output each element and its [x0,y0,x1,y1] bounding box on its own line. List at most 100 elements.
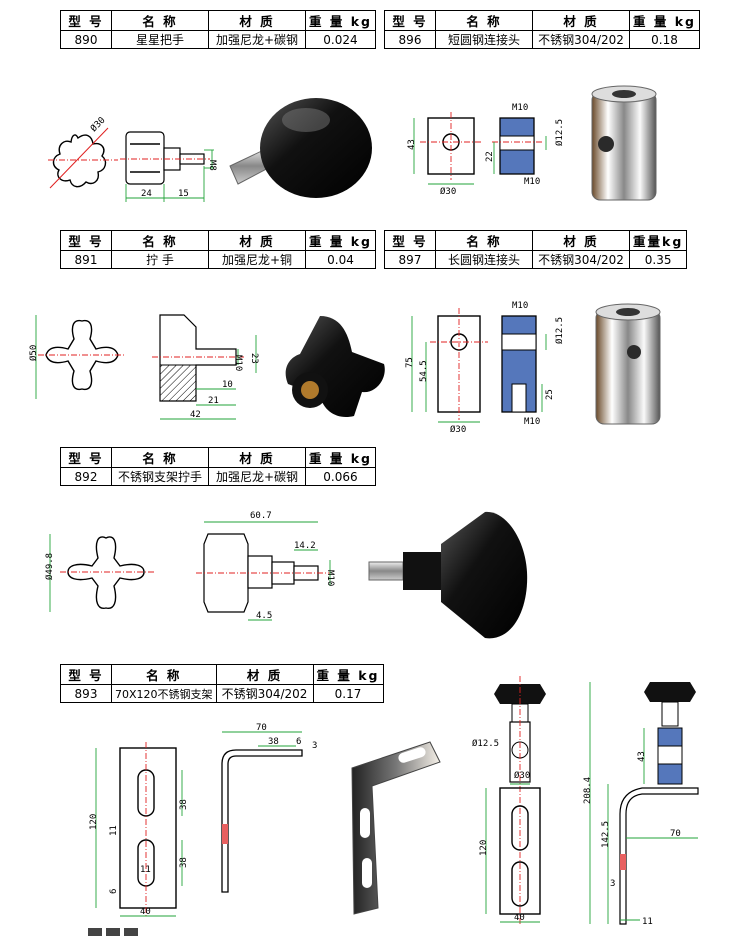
dim-dia: Ø30 [514,770,530,781]
header-name: 名 称 [111,664,217,685]
header-model: 型 号 [60,447,112,468]
cell-weight: 0.04 [305,250,376,269]
cell-name: 拧 手 [111,250,209,269]
drawing-897: 75 54.5 Ø30 M10 Ø12.5 25 M10 [405,301,565,435]
dim-edge: 6 [109,889,119,894]
dim-len-b: 21 [208,396,219,406]
cell-material: 加强尼龙+铜 [208,250,306,269]
dim-height: 75 [405,357,415,368]
cell-weight: 0.17 [312,684,384,703]
photo-896-connector [591,85,657,201]
photo-897-connector [595,303,661,425]
header-model: 型 号 [60,664,112,685]
drawing-892: Ø49.8 60.7 14.2 M10 4.5 [44,511,335,621]
header-name: 名 称 [435,230,533,251]
dim-thread: M8 [207,160,217,171]
cell-model: 897 [384,250,436,269]
dim-top-thread: M10 [512,301,528,311]
dim-top: 38 [268,737,279,747]
bracket-profile [221,749,303,893]
cell-weight: 0.35 [628,250,688,269]
dim-thick: 6 [296,737,301,747]
dim-lip: 3 [312,741,317,751]
dim-bottom-thread: M10 [524,417,540,427]
dim-gap-b: 11 [140,865,151,875]
dim-width: Ø30 [440,186,456,197]
cell-model: 892 [60,467,112,486]
knob-body [125,131,165,185]
spec-table-891: 型 号 名 称 材 质 重 量 kg 891 拧 手 加强尼龙+铜 0.04 [60,230,376,269]
drawing-890-star-knob: Ø30 M8 24 15 [48,115,217,202]
header-name: 名 称 [111,10,209,31]
dim-depth: 22 [485,151,495,162]
dim-height: 120 [479,840,489,856]
cell-model: 896 [384,30,436,49]
dim-width: 40 [514,913,525,923]
dim-slot-b: 38 [179,857,189,868]
dim-len-a: 24 [141,189,152,199]
dim-len-a: 10 [222,380,233,390]
cell-name: 长圆钢连接头 [435,250,533,269]
spec-table-890: 型 号 名 称 材 质 重 量 kg 890 星星把手 加强尼龙+碳钢 0.02… [60,10,376,49]
dim-arm: 70 [256,723,267,733]
dim-thread: M10 [325,570,335,586]
header-name: 名 称 [111,230,209,251]
cross-profile [45,319,119,391]
drawing-893-front: 120 11 6 38 38 11 40 [89,742,189,917]
cell-material: 加强尼龙+碳钢 [208,467,306,486]
dim-bottom-thread: M10 [524,177,540,187]
dim-width: 40 [140,907,151,917]
header-weight: 重量kg [628,230,688,251]
bracket-plate [119,747,177,909]
dim-thick: 3 [610,879,615,889]
dim-height: 43 [407,139,417,150]
header-name: 名 称 [435,10,533,31]
cell-model: 893 [60,684,112,703]
header-weight: 重 量 kg [629,10,700,31]
cell-name: 70X120不锈钢支架 [111,684,217,703]
assembly-knob [494,684,546,704]
diameter-line [49,127,109,189]
header-material: 材 质 [208,447,306,468]
cell-weight: 0.18 [629,30,700,49]
cell-weight: 0.066 [305,467,376,486]
cell-material: 不锈钢304/202 [532,250,630,269]
header-model: 型 号 [384,230,436,251]
photo-890-star-knob [229,98,372,198]
dim-top-thread: M10 [512,103,528,113]
dim-mid: 54.5 [419,360,429,382]
dim-gap: 11 [109,825,119,836]
photo-893-bracket [351,741,441,915]
cell-model: 890 [60,30,112,49]
header-weight: 重 量 kg [305,230,376,251]
drawing-896: 43 Ø30 M10 Ø12.5 22 M10 [407,103,565,197]
page-footer-mark [88,928,140,936]
dim-bore: Ø12.5 [472,738,499,749]
header-model: 型 号 [60,230,112,251]
drawing-assembly-side: 208.4 142.5 43 70 3 11 [583,682,699,927]
dim-dia: Ø49.8 [44,553,55,580]
cell-weight: 0.024 [305,30,376,49]
cell-material: 加强尼龙+碳钢 [208,30,306,49]
header-material: 材 质 [215,664,314,685]
header-material: 材 质 [208,10,306,31]
dim-mid: 142.5 [601,821,611,848]
dim-gap: 43 [637,751,647,762]
cell-name: 星星把手 [111,30,209,49]
dim-bore: Ø12.5 [554,317,565,344]
cross-profile [67,536,145,609]
dim-total: 208.4 [583,777,593,804]
header-model: 型 号 [384,10,436,31]
dim-height: 120 [89,814,99,830]
dim-dia: Ø50 [28,345,39,361]
dim-len-b: 15 [178,189,189,199]
dim-depth: 25 [545,389,555,400]
assembly-knob [644,682,696,702]
dim-total: 60.7 [250,511,272,521]
dim-thread: M10 [233,355,243,371]
cell-name: 不锈钢支架拧手 [111,467,209,486]
header-name: 名 称 [111,447,209,468]
cell-model: 891 [60,250,112,269]
dim-total: 42 [190,410,201,420]
cell-name: 短圆钢连接头 [435,30,533,49]
